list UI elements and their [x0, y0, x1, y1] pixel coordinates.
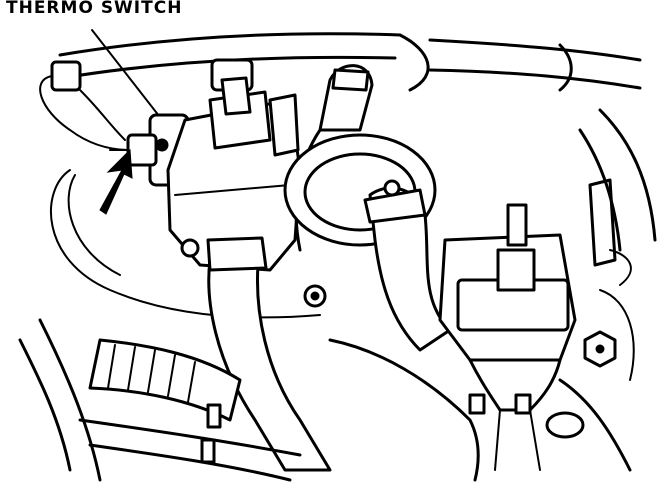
upper-hoses [58, 32, 657, 252]
mounting-bolt [583, 330, 617, 368]
lower-center-hose [328, 338, 480, 482]
pointer-arrow [99, 148, 133, 215]
hose-clips [200, 393, 585, 464]
thermo-switch-callout: THERMO SWITCH [6, 0, 183, 18]
lower-left-harness [18, 318, 302, 482]
relay-module [438, 203, 577, 471]
right-harness [558, 178, 635, 472]
bypass-hose-ring [283, 133, 452, 352]
thermostat-housing [166, 58, 302, 272]
lower-hose [206, 236, 332, 472]
callout-leader-line [91, 29, 171, 131]
